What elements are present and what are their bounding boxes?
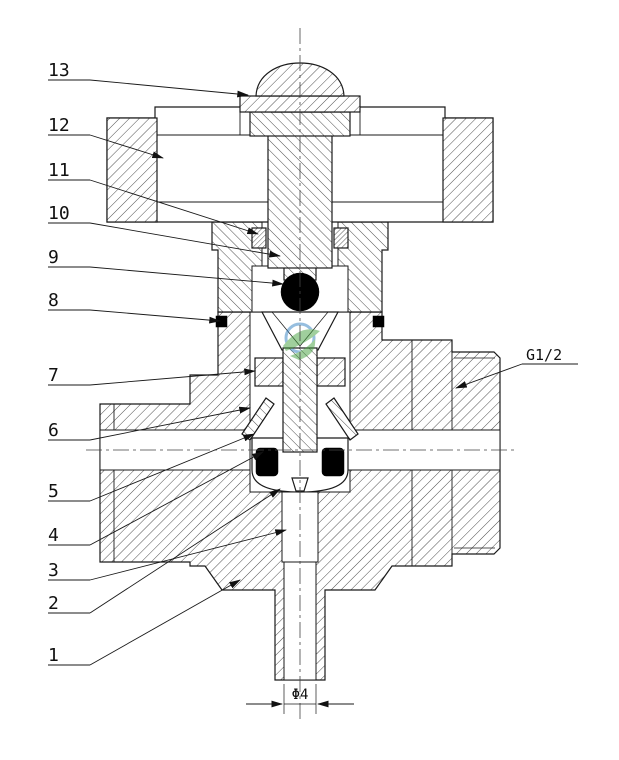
callout-6-leader: [89, 406, 251, 441]
callout-2-leader: [89, 488, 281, 614]
callout-7-leader: [89, 368, 256, 386]
callout-11: 11: [48, 160, 259, 235]
callout-3: 3: [48, 529, 287, 581]
callout-13-label: 13: [48, 60, 70, 81]
callout-9: 9: [48, 247, 284, 287]
gland-right: [316, 357, 346, 387]
gasket-right: [372, 315, 385, 328]
gasket-left: [215, 315, 228, 328]
cone-brace-right: [325, 397, 359, 441]
handwheel-left-block: [106, 117, 158, 223]
gland-left: [254, 357, 284, 387]
o-ring-right: [321, 447, 345, 477]
callout-9-label: 9: [48, 247, 59, 268]
callout-8-label: 8: [48, 290, 59, 311]
packing-left: [251, 227, 267, 249]
thread-leader: [455, 363, 523, 389]
outlet-diameter-label: Φ4: [292, 687, 309, 703]
callout-3-leader: [89, 529, 287, 581]
callout-10: 10: [48, 203, 281, 258]
callout-10-leader: [89, 222, 281, 258]
callout-12-label: 12: [48, 115, 70, 136]
callout-6: 6: [48, 406, 251, 441]
callout-8: 8: [48, 290, 221, 324]
callout-13-leader: [89, 79, 249, 98]
callout-2-label: 2: [48, 593, 59, 614]
callout-4-leader: [89, 451, 264, 546]
packing-right: [333, 227, 349, 249]
callout-5: 5: [48, 433, 255, 502]
callout-5-label: 5: [48, 481, 59, 502]
handwheel-right-block: [442, 117, 494, 223]
cap-dome: [255, 62, 345, 97]
callout-12-leader: [89, 134, 164, 159]
callout-2: 2: [48, 488, 281, 614]
callout-1-label: 1: [48, 645, 59, 666]
callout-4-label: 4: [48, 525, 59, 546]
o-ring-left: [255, 447, 279, 477]
callout-7: 7: [48, 365, 256, 386]
callout-3-label: 3: [48, 560, 59, 581]
callout-6-label: 6: [48, 420, 59, 441]
thread-label: G1/2: [526, 346, 562, 364]
cup-notch: [291, 477, 309, 492]
callout-10-label: 10: [48, 203, 70, 224]
watermark-leaf-1: [283, 329, 320, 351]
callout-5-leader: [89, 433, 255, 502]
callout-1-leader: [89, 579, 241, 666]
callout-9-leader: [89, 266, 284, 287]
watermark-leaf-2: [290, 339, 316, 360]
callout-11-label: 11: [48, 160, 70, 181]
callout-11-leader: [89, 179, 259, 235]
callout-8-leader: [89, 309, 221, 324]
callout-4: 4: [48, 451, 264, 546]
callout-13: 13: [48, 60, 249, 98]
outlet-dimension: Φ4: [246, 684, 354, 714]
thread-annotation: G1/2: [455, 346, 578, 389]
callout-7-label: 7: [48, 365, 59, 386]
callout-1: 1: [48, 579, 241, 666]
callout-12: 12: [48, 115, 164, 159]
